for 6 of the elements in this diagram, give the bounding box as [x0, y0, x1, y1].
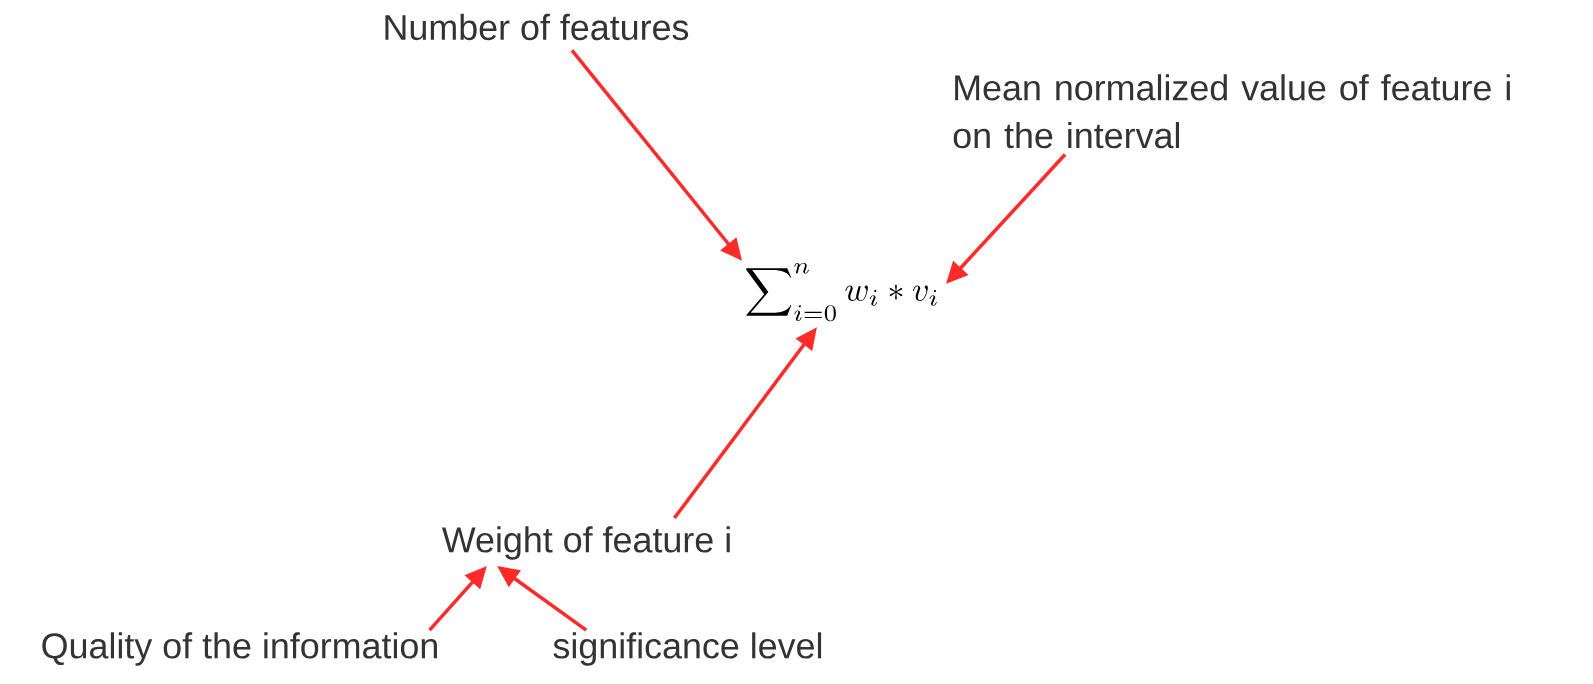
annotation-text: Number of features [385, 13, 689, 41]
annotation-text: Mean normalized value of feature i on the interval [953, 74, 1510, 149]
annotation-text: significance level [553, 632, 822, 666]
annotation-text: Weight of feature i [441, 526, 730, 560]
formula: $\sum\nolimits_{i=0}^{n} w_{i} * v_{i}$ [746, 262, 937, 322]
annotation-text: Quality of the information [42, 632, 437, 666]
